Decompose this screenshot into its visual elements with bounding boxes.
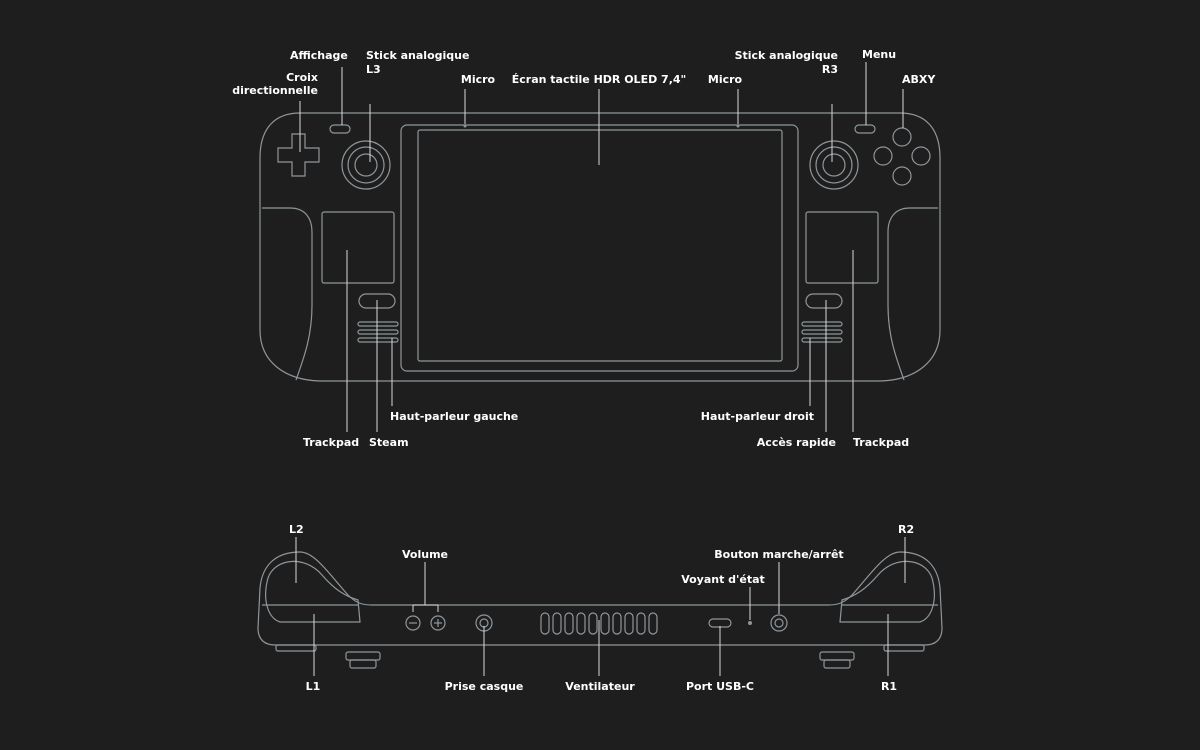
left-stick-base <box>347 146 385 184</box>
label-stick-left-line1: Stick analogique <box>366 49 469 62</box>
screen-panel <box>417 129 783 362</box>
label-l1: L1 <box>306 680 321 693</box>
quick-access-button-icon <box>805 293 843 309</box>
front-leader-lines <box>299 62 904 432</box>
usb-c-port <box>708 618 732 628</box>
label-display: Affichage <box>290 49 348 62</box>
label-stick-right-line1: Stick analogique <box>735 49 838 62</box>
right-grip-line <box>887 207 938 381</box>
label-fan: Ventilateur <box>565 680 635 693</box>
mic-left-hole <box>463 124 467 128</box>
label-stick-left-line2: L3 <box>366 63 381 76</box>
device-body-outline <box>259 112 941 382</box>
view-button-icon <box>329 124 351 134</box>
label-usb-c: Port USB-C <box>686 680 754 693</box>
label-trackpad-left: Trackpad <box>303 436 359 449</box>
label-headphone-jack: Prise casque <box>445 680 524 693</box>
label-l2: L2 <box>289 523 304 536</box>
label-dpad-line1: Croix <box>286 71 318 84</box>
label-mic-right: Micro <box>708 73 743 86</box>
left-foot <box>275 644 381 669</box>
label-quick-access: Accès rapide <box>757 436 836 449</box>
label-trackpad-right: Trackpad <box>853 436 909 449</box>
power-button-inner <box>774 618 784 628</box>
volume-down-button <box>405 615 421 631</box>
right-foot <box>819 644 925 669</box>
label-abxy: ABXY <box>902 73 936 86</box>
label-r2: R2 <box>898 523 914 536</box>
label-status-led: Voyant d'état <box>681 573 765 586</box>
left-stick-ring <box>341 140 391 190</box>
dpad-icon <box>277 133 320 177</box>
label-speaker-right: Haut-parleur droit <box>701 410 814 423</box>
label-speaker-left: Haut-parleur gauche <box>390 410 518 423</box>
label-screen: Écran tactile HDR OLED 7,4" <box>512 73 687 86</box>
right-speaker-grille <box>801 321 843 343</box>
label-dpad-line2: directionnelle <box>232 84 318 97</box>
l2-trigger <box>265 560 361 623</box>
label-stick-right-line2: R3 <box>822 63 838 76</box>
label-mic-left: Micro <box>461 73 496 86</box>
r2-trigger <box>839 560 935 623</box>
top-body-outline <box>257 551 943 646</box>
left-speaker-grille <box>357 321 399 343</box>
label-volume: Volume <box>402 548 448 561</box>
volume-up-button <box>430 615 446 631</box>
left-grip-line <box>262 207 313 381</box>
label-r1: R1 <box>881 680 897 693</box>
right-trackpad <box>805 211 879 284</box>
mic-right-hole <box>736 124 740 128</box>
top-leader-lines <box>295 537 906 676</box>
right-stick-cap <box>822 153 846 177</box>
left-trackpad <box>321 211 395 284</box>
label-steam: Steam <box>369 436 409 449</box>
front-view-device <box>259 112 941 382</box>
headphone-jack-inner <box>479 618 489 628</box>
right-stick-ring <box>809 140 859 190</box>
label-menu: Menu <box>862 48 896 61</box>
top-view-device <box>257 551 943 669</box>
power-button-outer <box>770 614 788 632</box>
abxy-buttons-icon <box>873 127 931 186</box>
fan-vents <box>540 612 658 635</box>
menu-button-icon <box>854 124 876 134</box>
status-led <box>748 621 752 625</box>
right-stick-base <box>815 146 853 184</box>
label-power-button: Bouton marche/arrêt <box>714 548 843 561</box>
left-stick-cap <box>354 153 378 177</box>
